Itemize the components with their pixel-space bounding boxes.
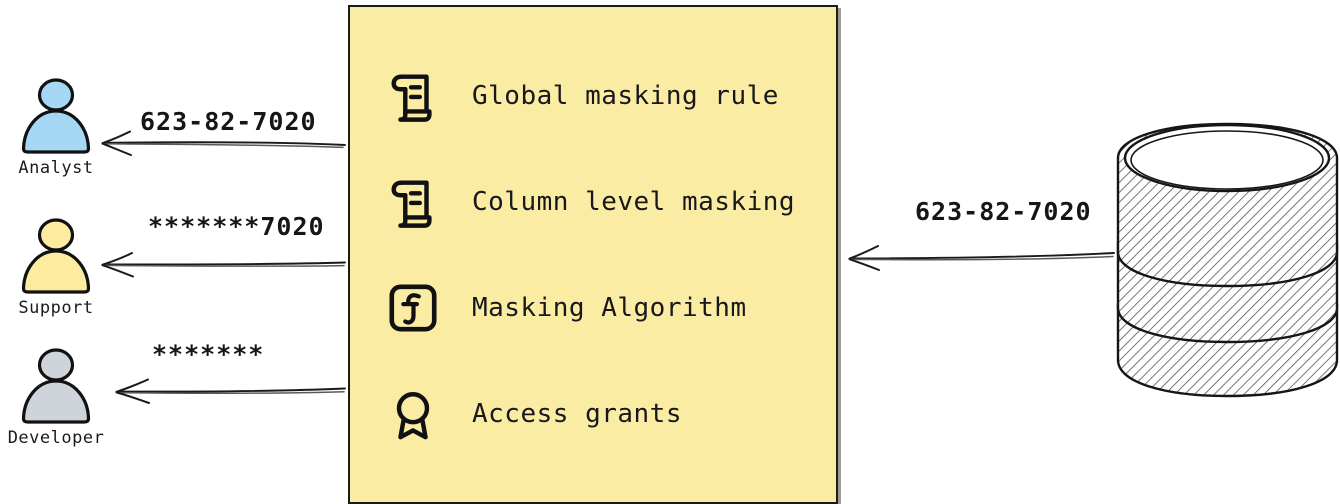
arrow-left-icon bbox=[115, 378, 346, 404]
scroll-icon bbox=[391, 180, 432, 228]
flow-label-support: *******7020 bbox=[148, 212, 325, 241]
award-icon bbox=[396, 392, 430, 440]
arrow-left-icon bbox=[101, 130, 346, 156]
person-icon bbox=[21, 348, 91, 424]
flow-label-database: 623-82-7020 bbox=[915, 197, 1092, 226]
actor-analyst: Analyst bbox=[0, 78, 116, 178]
policy-item-label: Masking Algorithm bbox=[472, 293, 747, 323]
policy-item-masking-algorithm[interactable]: Masking Algorithm bbox=[350, 269, 836, 347]
database-cylinder-icon bbox=[1116, 122, 1339, 398]
policy-list: Global masking rule Column level masking… bbox=[350, 7, 836, 481]
person-icon bbox=[21, 78, 91, 154]
actor-developer: Developer bbox=[0, 348, 116, 448]
policy-item-label: Global masking rule bbox=[472, 81, 779, 111]
person-icon bbox=[21, 218, 91, 294]
actor-label: Developer bbox=[7, 428, 105, 448]
actor-support: Support bbox=[0, 218, 116, 318]
flow-label-analyst: 623-82-7020 bbox=[140, 107, 317, 136]
flow-label-developer: ******* bbox=[152, 340, 265, 369]
actor-label: Support bbox=[18, 298, 94, 318]
policy-item-global-masking-rule[interactable]: Global masking rule bbox=[350, 57, 836, 135]
arrow-left-icon bbox=[848, 245, 1115, 271]
actor-label: Analyst bbox=[18, 158, 94, 178]
policy-panel: Global masking rule Column level masking… bbox=[348, 5, 838, 504]
policy-item-column-level-masking[interactable]: Column level masking bbox=[350, 163, 836, 241]
scroll-icon bbox=[391, 74, 432, 122]
policy-item-label: Column level masking bbox=[472, 187, 796, 217]
policy-item-access-grants[interactable]: Access grants bbox=[350, 375, 836, 453]
function-icon bbox=[389, 284, 437, 332]
policy-item-label: Access grants bbox=[472, 399, 682, 429]
arrow-left-icon bbox=[101, 252, 346, 278]
